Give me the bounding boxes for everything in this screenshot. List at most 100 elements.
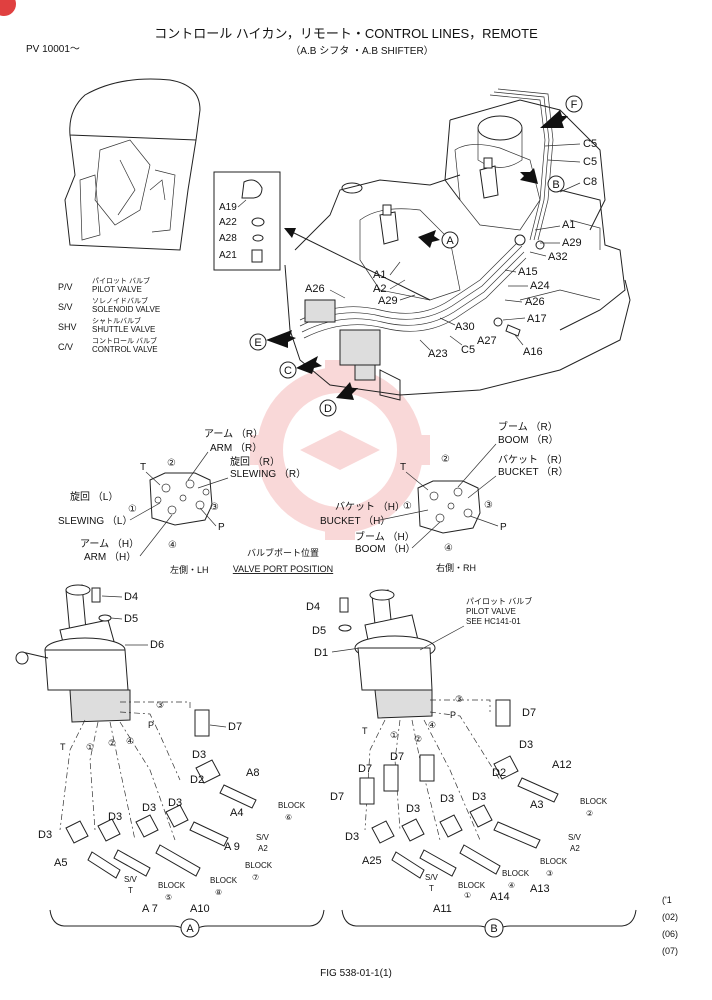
- view-marker-e: E: [249, 330, 296, 351]
- svg-text:C: C: [284, 365, 292, 377]
- view-marker-a: A: [418, 230, 459, 249]
- svg-text:D7: D7: [522, 707, 536, 719]
- svg-text:旋回 （R）: 旋回 （R）: [230, 455, 280, 468]
- svg-text:T: T: [140, 462, 146, 473]
- svg-text:S/V: S/V: [568, 833, 582, 842]
- svg-text:バケット （R）: バケット （R）: [498, 454, 568, 466]
- svg-text:D3: D3: [519, 739, 533, 751]
- view-marker-f: F: [540, 95, 583, 128]
- edition-notes: ('1 (02) (06) (07): [662, 895, 678, 956]
- svg-text:A 7: A 7: [142, 903, 158, 915]
- svg-text:A4: A4: [230, 807, 243, 819]
- svg-text:(07): (07): [662, 946, 678, 956]
- svg-text:(02): (02): [662, 912, 678, 922]
- serial-range: PV 10001～: [26, 44, 80, 55]
- svg-text:②: ②: [586, 809, 593, 818]
- svg-text:S/V: S/V: [124, 875, 138, 884]
- svg-text:旋回 （L）: 旋回 （L）: [70, 490, 118, 503]
- svg-text:②: ②: [108, 738, 116, 748]
- svg-text:D3: D3: [168, 797, 182, 809]
- valve-port-left: アーム （R） ARM （R） 旋回 （R） SLEWING （R） 旋回 （L…: [58, 428, 306, 575]
- machine-callouts-right: C5 C5 C8 A1 A29 A32 A15 A24 A26 A17 A16 …: [477, 138, 597, 358]
- svg-text:③: ③: [156, 700, 164, 710]
- svg-text:SLEWING （L）: SLEWING （L）: [58, 515, 132, 527]
- svg-text:①: ①: [403, 501, 412, 512]
- svg-text:A15: A15: [518, 266, 538, 278]
- svg-text:D3: D3: [192, 749, 206, 761]
- machine-callouts-left: A26 A1 A2 A29 A30 A23 C5: [305, 261, 475, 360]
- svg-text:A26: A26: [305, 283, 325, 295]
- svg-text:③: ③: [546, 869, 553, 878]
- legend-jp: ソレノイドバルブ: [92, 296, 148, 305]
- svg-text:A3: A3: [530, 799, 543, 811]
- svg-text:④: ④: [126, 736, 134, 746]
- svg-text:S/V: S/V: [425, 873, 439, 882]
- svg-text:A27: A27: [477, 335, 497, 347]
- svg-text:BLOCK: BLOCK: [502, 869, 530, 878]
- svg-text:パイロット バルブ: パイロット バルブ: [466, 596, 532, 606]
- legend-abbr: SHV: [58, 322, 77, 332]
- cab-illustration: [64, 78, 201, 251]
- svg-text:②: ②: [167, 458, 176, 469]
- svg-text:D3: D3: [38, 829, 52, 841]
- svg-text:BLOCK: BLOCK: [210, 876, 238, 885]
- legend-en: SOLENOID VALVE: [92, 305, 160, 314]
- svg-text:BLOCK: BLOCK: [278, 801, 306, 810]
- svg-text:アーム （R）: アーム （R）: [204, 428, 263, 440]
- svg-text:A8: A8: [246, 767, 259, 779]
- svg-text:BLOCK: BLOCK: [158, 881, 186, 890]
- legend-jp: コントロール バルブ: [92, 336, 157, 345]
- svg-text:①: ①: [86, 742, 94, 752]
- svg-text:T: T: [128, 886, 133, 895]
- legend-en: SHUTTLE VALVE: [92, 325, 155, 334]
- svg-text:D1: D1: [314, 647, 328, 659]
- svg-text:C5: C5: [461, 344, 475, 356]
- svg-text:A11: A11: [433, 903, 452, 915]
- svg-text:⑦: ⑦: [252, 873, 259, 882]
- svg-text:A13: A13: [530, 883, 550, 895]
- svg-text:BUCKET （R）: BUCKET （R）: [498, 466, 568, 478]
- clamp-detail-box: A19 A22 A28 A21: [213, 171, 281, 271]
- page-subtitle: （A.B シフタ ・A.B SHIFTER）: [290, 45, 433, 57]
- svg-text:A30: A30: [455, 321, 475, 333]
- valve-port-title-en: VALVE PORT POSITION: [233, 564, 333, 574]
- svg-text:P: P: [218, 522, 225, 533]
- svg-text:A17: A17: [527, 313, 547, 325]
- svg-text:①: ①: [128, 504, 137, 515]
- svg-text:ARM （H）: ARM （H）: [84, 551, 136, 563]
- svg-text:D3: D3: [472, 791, 486, 803]
- svg-text:⑤: ⑤: [165, 893, 172, 902]
- svg-text:D4: D4: [124, 591, 138, 603]
- svg-text:D3: D3: [406, 803, 420, 815]
- left-port-caption: 左側・LH: [170, 564, 209, 575]
- view-a-exploded: D4 D5 D6 ③ P T ① ② ④ D7 D3 D2: [15, 584, 325, 938]
- svg-text:A29: A29: [562, 237, 582, 249]
- svg-text:①: ①: [390, 730, 398, 740]
- page-tab-mark: [0, 0, 16, 16]
- svg-text:A12: A12: [552, 759, 572, 771]
- legend-abbr: S/V: [58, 302, 73, 312]
- svg-text:A1: A1: [373, 269, 386, 281]
- svg-text:④: ④: [168, 540, 177, 551]
- svg-text:②: ②: [414, 734, 422, 744]
- svg-text:C5: C5: [583, 156, 597, 168]
- svg-text:A14: A14: [490, 891, 510, 903]
- svg-text:A 9: A 9: [224, 841, 240, 853]
- legend-abbr: C/V: [58, 342, 73, 352]
- svg-text:(06): (06): [662, 929, 678, 939]
- svg-text:D: D: [324, 403, 332, 415]
- svg-text:SEE HC141-01: SEE HC141-01: [466, 617, 521, 626]
- svg-text:A26: A26: [525, 296, 545, 308]
- svg-text:D7: D7: [228, 721, 242, 733]
- svg-text:BLOCK: BLOCK: [580, 797, 608, 806]
- view-marker-d: D: [319, 382, 358, 417]
- valve-port-title-jp: バルブポート位置: [247, 547, 319, 558]
- page-title: コントロール ハイカン，リモート・CONTROL LINES，REMOTE: [154, 26, 538, 41]
- svg-text:A: A: [446, 235, 454, 247]
- svg-text:D2: D2: [492, 767, 506, 779]
- svg-text:A16: A16: [523, 346, 543, 358]
- svg-text:①: ①: [464, 891, 471, 900]
- svg-text:A5: A5: [54, 857, 67, 869]
- svg-text:④: ④: [508, 881, 515, 890]
